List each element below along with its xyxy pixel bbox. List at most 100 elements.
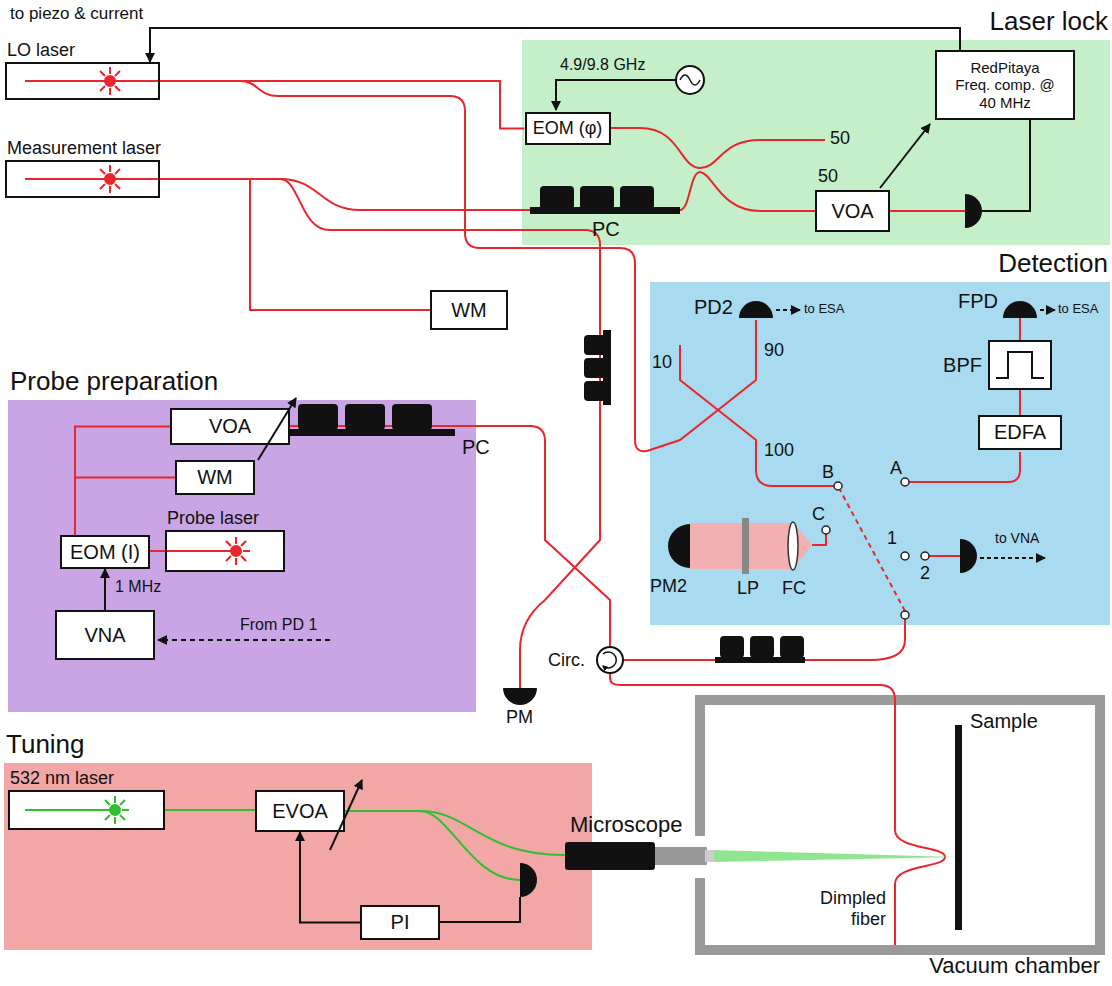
vacuum-chamber: Vacuum chamber xyxy=(700,700,1100,950)
fiber xyxy=(1019,318,1021,340)
component-label: FC xyxy=(782,578,806,599)
fiber xyxy=(840,490,905,611)
signal-label: to ESA xyxy=(804,302,844,317)
panel-fill xyxy=(4,763,592,950)
photodetector xyxy=(520,863,537,897)
electrical-line xyxy=(982,120,1030,211)
laser-symbol xyxy=(96,165,124,193)
component-label: PC xyxy=(592,218,620,241)
voa-box: VOA xyxy=(170,408,290,445)
component-label: PC xyxy=(462,436,490,459)
polarization-controller xyxy=(290,186,805,663)
signal-line xyxy=(104,569,106,610)
detector-label: PM xyxy=(506,707,533,728)
signal-label: to VNA xyxy=(995,530,1039,546)
box-fill xyxy=(8,790,165,830)
fiber xyxy=(240,81,756,451)
electrical-line xyxy=(880,124,930,188)
green-beam-path xyxy=(420,811,520,880)
detector-label: PD2 xyxy=(694,296,733,319)
fiber xyxy=(280,179,600,688)
box-label: BPF xyxy=(943,354,982,377)
electrical-line xyxy=(1040,309,1055,311)
sample xyxy=(955,725,962,930)
eom-box: EOM (φ) xyxy=(525,112,611,145)
photodetector xyxy=(503,688,537,705)
electrical-line xyxy=(556,80,676,110)
box-label: VNA xyxy=(84,624,125,647)
panel-title: Probe preparation xyxy=(10,367,218,397)
photodetector xyxy=(960,539,977,573)
panel-title: Vacuum chamber xyxy=(929,953,1100,978)
component-label: Microscope xyxy=(570,812,682,837)
polarization-controller xyxy=(580,186,614,210)
signal-label: to ESA xyxy=(1058,302,1098,317)
microscope xyxy=(705,850,714,862)
box-fill xyxy=(170,408,290,445)
fiber-link xyxy=(75,478,175,536)
photodetector xyxy=(1003,301,1037,318)
port-label: 2 xyxy=(920,563,930,584)
edge-label: to piezo & current xyxy=(8,4,145,24)
panel-title: Tuning xyxy=(6,730,85,760)
box-fill xyxy=(165,530,285,572)
box-label: LO laser xyxy=(7,40,75,61)
fiber xyxy=(812,534,826,545)
box-fill xyxy=(55,610,155,660)
fiber xyxy=(680,345,834,486)
box-label: RedPitaya Freq. comp. @ 40 MHz xyxy=(955,59,1055,111)
circulator xyxy=(603,652,616,668)
laser-symbol xyxy=(101,796,129,824)
box-label: EVOA xyxy=(272,800,328,823)
wavemeter-box: WM xyxy=(430,290,508,330)
beam-to-power-meter xyxy=(690,523,793,569)
fiber xyxy=(890,210,965,212)
port-label: B xyxy=(822,462,834,483)
box-fill xyxy=(175,460,255,495)
panel-fill xyxy=(650,282,1110,625)
filter-box: BPF xyxy=(988,340,1052,390)
controller-box: RedPitaya Freq. comp. @ 40 MHz xyxy=(935,50,1075,120)
fiber-port xyxy=(901,552,909,560)
box-label: EOM (φ) xyxy=(533,118,603,139)
fiber xyxy=(929,555,960,557)
probe-panel: VOAWMEOM (I)Probe laserVNAProbe preparat… xyxy=(8,400,476,712)
panel-title: Laser lock xyxy=(990,7,1109,37)
controller-box: PI xyxy=(360,905,440,940)
box-label: EDFA xyxy=(994,421,1046,444)
component-label: Dimpled fiber xyxy=(810,888,886,929)
fiber xyxy=(909,452,1020,482)
fiber-link xyxy=(150,550,165,552)
fiber xyxy=(610,673,945,945)
microscope xyxy=(565,842,714,870)
fiber xyxy=(25,178,160,180)
microscope xyxy=(565,842,655,870)
fiber-link xyxy=(165,809,255,811)
electrical-line xyxy=(440,897,520,922)
polarization-controller xyxy=(584,358,606,378)
fiber-link xyxy=(1019,390,1021,415)
port-label: A xyxy=(890,458,902,479)
signal-generator xyxy=(680,75,700,85)
box-label: PI xyxy=(391,911,410,934)
photodetector xyxy=(668,524,690,568)
evoa-box: EVOA xyxy=(255,790,345,832)
signal-generator xyxy=(676,66,704,94)
polarization-controller xyxy=(584,335,606,355)
detector-label: PM2 xyxy=(650,576,687,597)
fiber-link xyxy=(75,427,170,536)
laser-box: 532 nm laser xyxy=(8,790,165,830)
photodetector xyxy=(965,194,982,228)
box-fill xyxy=(935,50,1075,120)
voa-box: VOA xyxy=(815,190,890,232)
electrical-line xyxy=(776,309,800,311)
fiber-port xyxy=(822,478,929,619)
split-ratio: 50 xyxy=(818,166,838,187)
box-fill xyxy=(988,340,1052,390)
box-label: Probe laser xyxy=(167,508,259,529)
fiber xyxy=(25,81,1020,945)
detection-panel: EDFABPFDetection xyxy=(650,282,1110,625)
